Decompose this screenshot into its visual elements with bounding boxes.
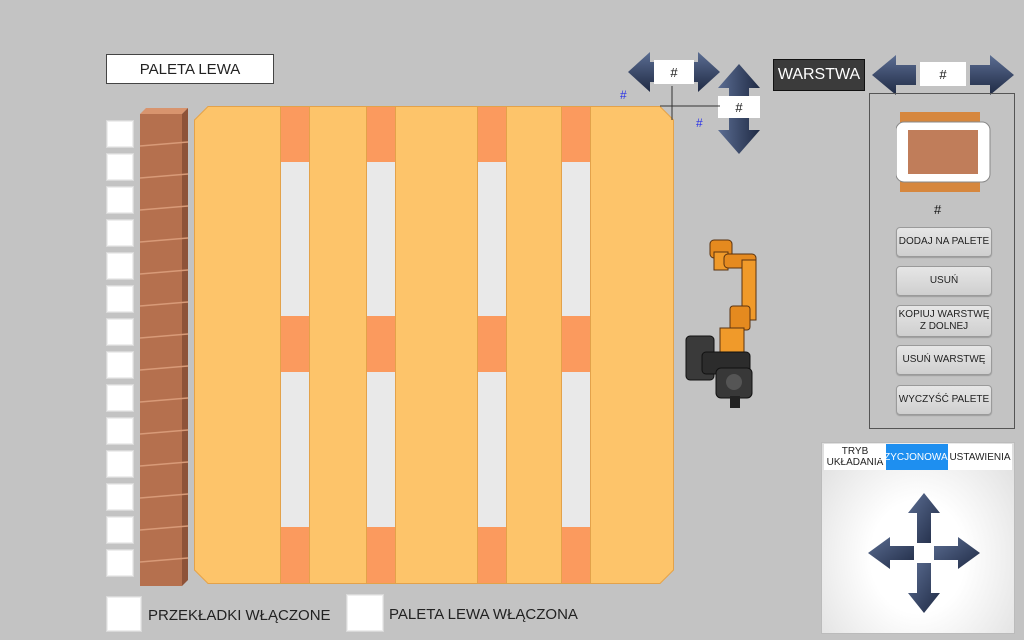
positioning-arrows[interactable]: [868, 493, 980, 613]
delete-button[interactable]: USUŃ: [896, 266, 992, 296]
add-to-pallet-button[interactable]: DODAJ NA PALETE: [896, 227, 992, 257]
layer-stack: [139, 108, 189, 586]
layer-number-field[interactable]: #: [920, 62, 966, 86]
copy-layer-from-below-button[interactable]: KOPIUJ WARSTWĘ Z DOLNEJ: [896, 305, 992, 337]
origin-marker: [660, 86, 720, 126]
layer-checkbox[interactable]: [106, 120, 134, 148]
layer-panel: [869, 93, 1015, 429]
layer-number-label: #: [934, 202, 942, 217]
separators-enabled-checkbox[interactable]: [106, 596, 142, 632]
layer-checkbox-column: [106, 120, 136, 580]
robot-arm-graphic: [680, 236, 760, 412]
clear-pallet-button[interactable]: WYCZYŚĆ PALETE: [896, 385, 992, 415]
left-pallet-enabled-checkbox[interactable]: [346, 594, 384, 632]
layer-label: WARSTWA: [777, 66, 861, 83]
layer-checkbox[interactable]: [106, 318, 134, 346]
pallet-view: [194, 106, 674, 584]
layer-checkbox[interactable]: [106, 219, 134, 247]
pallet-graphic: [194, 106, 674, 584]
origin-y-label: #: [696, 116, 703, 130]
layer-checkbox[interactable]: [106, 483, 134, 511]
layer-checkbox[interactable]: [106, 450, 134, 478]
layer-label-box: WARSTWA: [773, 59, 865, 91]
layer-checkbox[interactable]: [106, 516, 134, 544]
page-title: PALETA LEWA: [106, 54, 274, 84]
layer-checkbox[interactable]: [106, 252, 134, 280]
separators-enabled-label: PRZEKŁADKI WŁĄCZONE: [148, 607, 331, 624]
origin-x-label: #: [620, 88, 627, 102]
layer-checkbox[interactable]: [106, 384, 134, 412]
layer-checkbox[interactable]: [106, 285, 134, 313]
layer-checkbox[interactable]: [106, 417, 134, 445]
layer-checkbox[interactable]: [106, 549, 134, 577]
layer-preview: [895, 112, 992, 192]
delete-layer-button[interactable]: USUŃ WARSTWĘ: [896, 345, 992, 375]
brick-stack-graphic: [139, 108, 189, 586]
tab-stacking-mode[interactable]: TRYB UKŁADANIA: [824, 444, 886, 470]
tab-settings[interactable]: USTAWIENIA: [948, 444, 1012, 470]
x-value-field[interactable]: #: [654, 60, 694, 84]
layer-prev-next-arrows[interactable]: [872, 55, 1014, 95]
tab-positioning[interactable]: POZYCJONOWANIE: [870, 444, 964, 470]
left-pallet-enabled-label: PALETA LEWA WŁĄCZONA: [389, 606, 578, 623]
layer-checkbox[interactable]: [106, 351, 134, 379]
y-value-field[interactable]: #: [718, 96, 760, 118]
layer-checkbox[interactable]: [106, 186, 134, 214]
layer-checkbox[interactable]: [106, 153, 134, 181]
